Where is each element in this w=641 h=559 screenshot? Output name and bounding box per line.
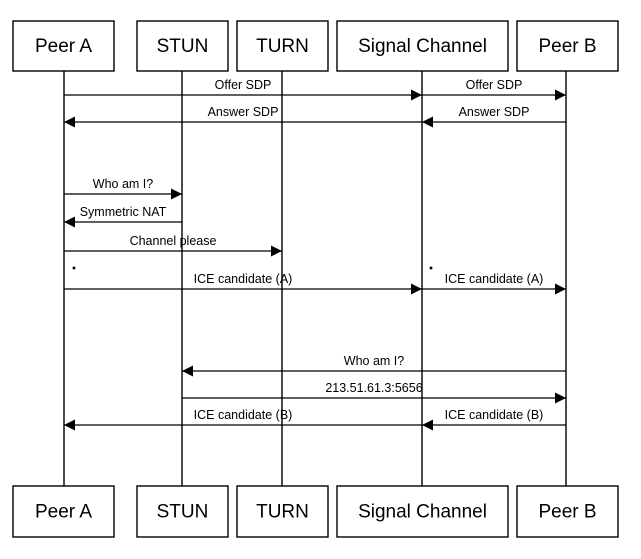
participant-footer-label-peer-b: Peer B	[538, 502, 596, 523]
participant-footer-label-stun: STUN	[157, 502, 209, 523]
message-symmetric-nat: Symmetric NAT	[64, 205, 182, 228]
message-offer-sdp-a-to-signal: Offer SDP	[64, 78, 422, 101]
participant-header-label-peer-b: Peer B	[538, 36, 596, 57]
message-answer-sdp-signal-to-a: Answer SDP	[64, 105, 422, 128]
message-ice-candidate-b-left: ICE candidate (B)	[64, 408, 422, 431]
participant-header-box-signal-channel	[336, 20, 509, 72]
arrowhead-ice-candidate-a-left	[411, 283, 422, 295]
dot-mark-right	[429, 266, 433, 270]
participant-header-stun[interactable]: STUN	[136, 20, 229, 72]
participant-header-label-peer-a: Peer A	[35, 36, 92, 57]
arrowhead-who-am-i-b-to-stun	[182, 365, 193, 377]
message-label-who-am-i-a-to-stun: Who am I?	[93, 177, 153, 191]
message-label-offer-sdp-a-to-signal: Offer SDP	[215, 78, 272, 92]
participant-header-label-turn: TURN	[256, 36, 309, 57]
message-label-answer-sdp-b-to-signal: Answer SDP	[459, 105, 530, 119]
participant-footer-box-peer-b	[516, 485, 619, 538]
arrowhead-stun-reflexive-address	[555, 392, 566, 404]
message-ice-candidate-b-right: ICE candidate (B)	[422, 408, 566, 431]
message-label-answer-sdp-signal-to-a: Answer SDP	[208, 105, 279, 119]
participant-header-box-turn	[236, 20, 329, 72]
participant-header-turn[interactable]: TURN	[236, 20, 329, 72]
arrowhead-symmetric-nat	[64, 216, 75, 228]
message-label-offer-sdp-signal-to-b: Offer SDP	[466, 78, 523, 92]
arrowhead-answer-sdp-signal-to-a	[64, 116, 75, 128]
message-answer-sdp-b-to-signal: Answer SDP	[422, 105, 566, 128]
participant-header-box-stun	[136, 20, 229, 72]
participant-footer-box-stun	[136, 485, 229, 538]
message-stun-reflexive-address: 213.51.61.3:5656	[182, 381, 566, 404]
message-who-am-i-b-to-stun: Who am I?	[182, 354, 566, 377]
arrowhead-ice-candidate-b-left	[64, 419, 75, 431]
arrowhead-who-am-i-a-to-stun	[171, 188, 182, 200]
dot-marks-layer	[72, 266, 433, 270]
message-label-symmetric-nat: Symmetric NAT	[80, 205, 167, 219]
arrowhead-answer-sdp-b-to-signal	[422, 116, 433, 128]
footer-boxes-layer: Peer A STUN TURN Signal Channel Peer B	[12, 485, 619, 538]
participant-footer-label-turn: TURN	[256, 502, 309, 523]
message-label-who-am-i-b-to-stun: Who am I?	[344, 354, 404, 368]
message-ice-candidate-a-right: ICE candidate (A)	[422, 272, 566, 295]
participant-footer-turn[interactable]: TURN	[236, 485, 329, 538]
participant-footer-stun[interactable]: STUN	[136, 485, 229, 538]
participant-header-box-peer-b	[516, 20, 619, 72]
arrowhead-ice-candidate-a-right	[555, 283, 566, 295]
participant-footer-box-turn	[236, 485, 329, 538]
message-label-ice-candidate-b-left: ICE candidate (B)	[194, 408, 293, 422]
participant-footer-box-peer-a	[12, 485, 115, 538]
participant-header-peer-b[interactable]: Peer B	[516, 20, 619, 72]
participant-footer-label-signal-channel: Signal Channel	[358, 502, 487, 523]
participant-footer-label-peer-a: Peer A	[35, 502, 92, 523]
message-channel-please: Channel please	[64, 234, 282, 257]
participant-footer-peer-a[interactable]: Peer A	[12, 485, 115, 538]
participant-header-label-signal-channel: Signal Channel	[358, 36, 487, 57]
message-ice-candidate-a-left: ICE candidate (A)	[64, 272, 422, 295]
message-label-ice-candidate-a-right: ICE candidate (A)	[445, 272, 544, 286]
header-boxes-layer: Peer A STUN TURN Signal Channel Peer B	[12, 20, 619, 72]
message-label-ice-candidate-b-right: ICE candidate (B)	[445, 408, 544, 422]
participant-header-peer-a[interactable]: Peer A	[12, 20, 115, 72]
participant-header-box-peer-a	[12, 20, 115, 72]
arrowhead-channel-please	[271, 245, 282, 257]
arrowhead-ice-candidate-b-right	[422, 419, 433, 431]
message-label-stun-reflexive-address: 213.51.61.3:5656	[325, 381, 422, 395]
participant-footer-box-signal-channel	[336, 485, 509, 538]
message-offer-sdp-signal-to-b: Offer SDP	[422, 78, 566, 101]
participant-header-signal-channel[interactable]: Signal Channel	[336, 20, 509, 72]
lifelines-layer	[63, 71, 567, 486]
messages-layer: Offer SDP Offer SDP Answer SDP Answer SDP Wh…	[64, 78, 566, 431]
message-label-ice-candidate-a-left: ICE candidate (A)	[194, 272, 293, 286]
participant-footer-peer-b[interactable]: Peer B	[516, 485, 619, 538]
arrowhead-offer-sdp-signal-to-b	[555, 89, 566, 101]
arrowhead-offer-sdp-a-to-signal	[411, 89, 422, 101]
participant-header-label-stun: STUN	[157, 36, 209, 57]
message-label-channel-please: Channel please	[130, 234, 217, 248]
dot-mark-left	[72, 266, 76, 270]
message-who-am-i-a-to-stun: Who am I?	[64, 177, 182, 200]
participant-footer-signal-channel[interactable]: Signal Channel	[336, 485, 509, 538]
